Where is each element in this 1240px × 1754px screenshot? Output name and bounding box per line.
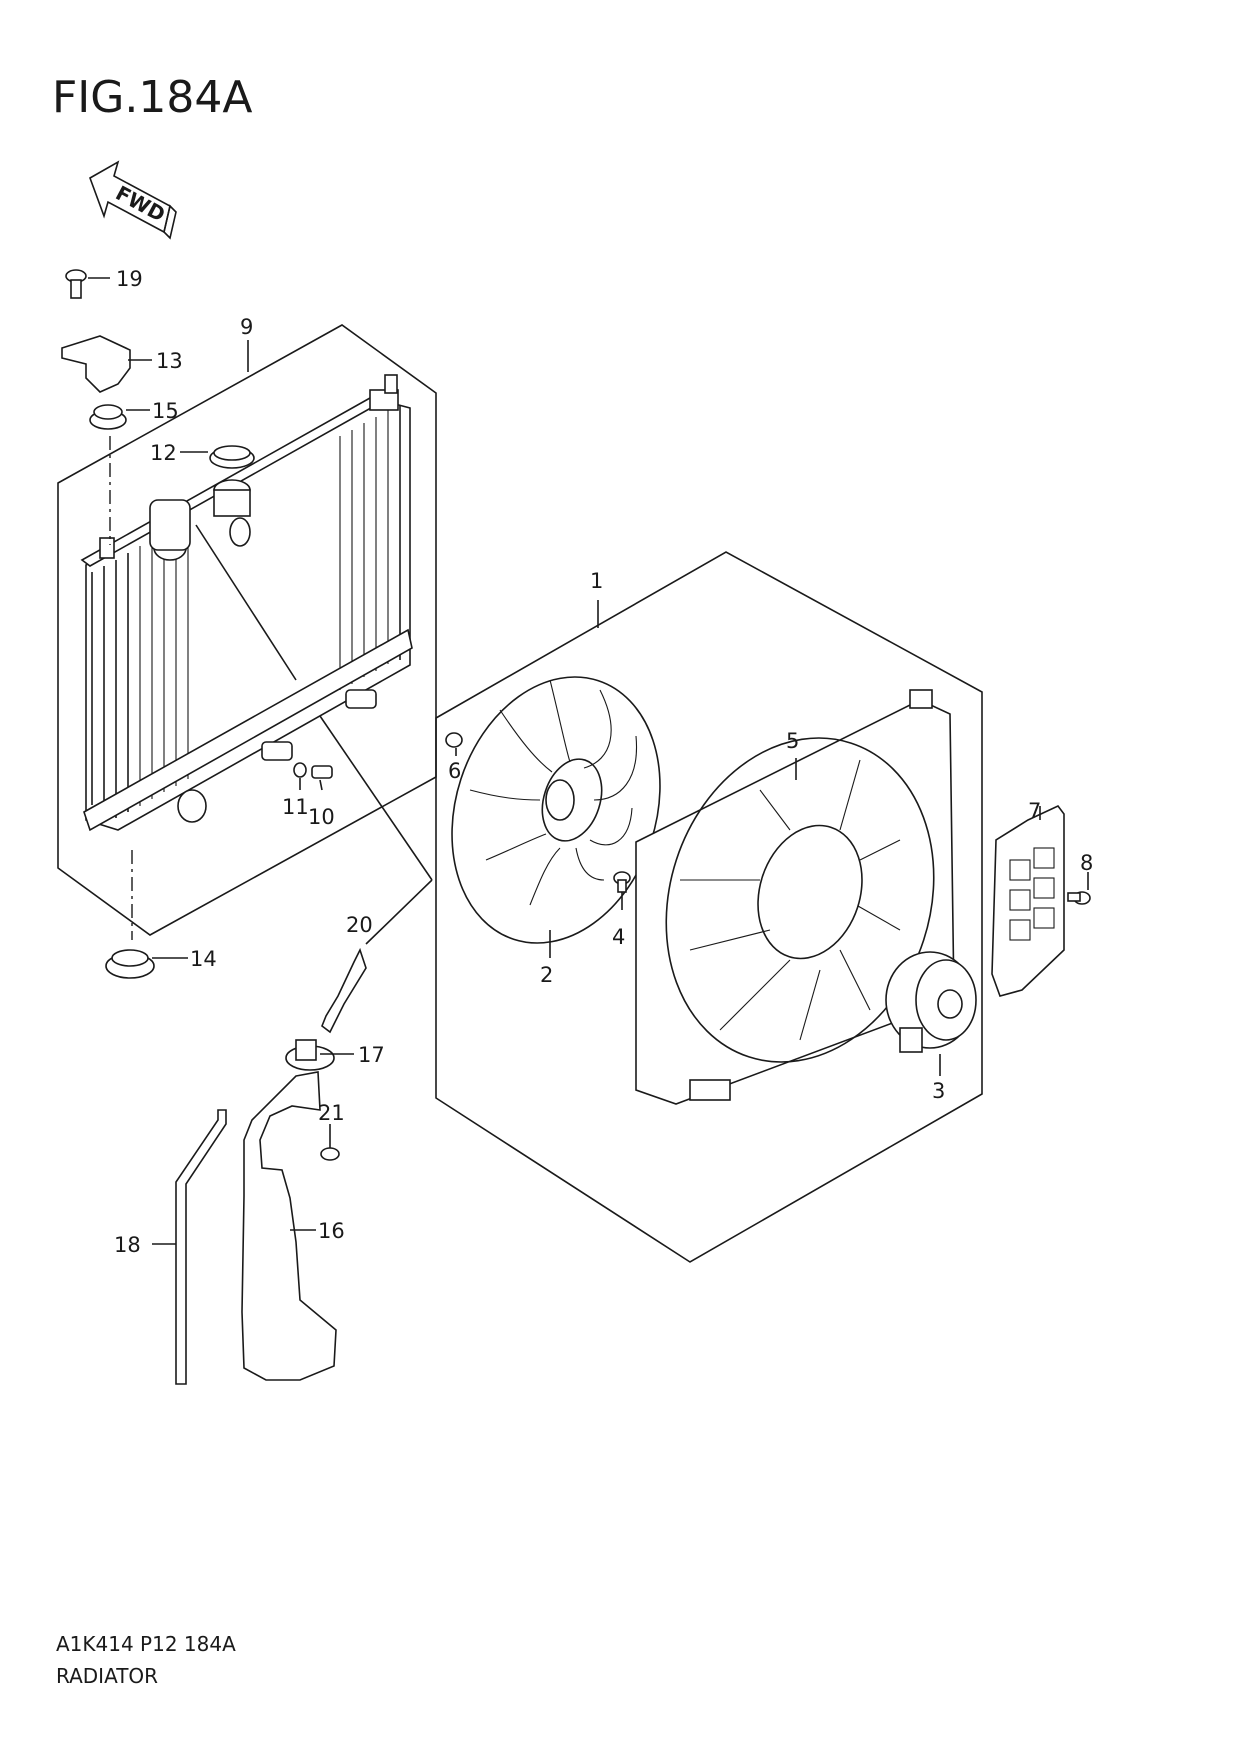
- nut-6: [445, 732, 463, 748]
- callout-4: 4: [612, 925, 625, 949]
- fan-group-outline: [435, 551, 983, 1263]
- callout-19: 19: [116, 267, 143, 291]
- callout-16: 16: [318, 1219, 345, 1243]
- callout-9: 9: [240, 315, 253, 339]
- hose-20: [321, 947, 367, 1034]
- callout-8: 8: [1080, 851, 1093, 875]
- callout-15: 15: [152, 399, 179, 423]
- bolt-8: [1067, 891, 1091, 905]
- cushion-14: [105, 949, 155, 979]
- reservoir-cap-17: [285, 1039, 335, 1071]
- callout-14: 14: [190, 947, 217, 971]
- hose-18: [175, 1109, 227, 1385]
- bolt-19: [65, 269, 87, 299]
- bracket-13: [61, 335, 131, 393]
- callout-18: 18: [114, 1233, 141, 1257]
- cushion-15: [89, 404, 127, 430]
- callout-10: 10: [308, 805, 335, 829]
- callout-5: 5: [786, 729, 799, 753]
- fan-motor-3: [885, 951, 977, 1053]
- callout-12: 12: [150, 441, 177, 465]
- callout-1: 1: [590, 569, 603, 593]
- callout-17: 17: [358, 1043, 385, 1067]
- fwd-arrow-icon: FWD: [89, 160, 177, 240]
- radiator-cap-12: [209, 445, 255, 469]
- figure-name: RADIATOR: [56, 1664, 159, 1688]
- callout-20: 20: [346, 913, 373, 937]
- reservoir-tank-16: [241, 1071, 337, 1381]
- callout-6: 6: [448, 759, 461, 783]
- callout-13: 13: [156, 349, 183, 373]
- callout-7: 7: [1028, 799, 1041, 823]
- callout-11: 11: [282, 795, 309, 819]
- bolt-21: [320, 1147, 340, 1161]
- radiator-core: [80, 374, 413, 832]
- callout-21: 21: [318, 1101, 345, 1125]
- fan-shroud-5: [635, 689, 955, 1105]
- o-ring-11: [293, 762, 307, 778]
- figure-title: FIG.184A: [52, 72, 253, 123]
- fan-blade-2: [451, 676, 661, 944]
- bracket-7: [991, 805, 1065, 997]
- callout-3: 3: [932, 1079, 945, 1103]
- figure-code: A1K414 P12 184A: [56, 1632, 236, 1656]
- callout-2: 2: [540, 963, 553, 987]
- plug-10: [311, 765, 333, 779]
